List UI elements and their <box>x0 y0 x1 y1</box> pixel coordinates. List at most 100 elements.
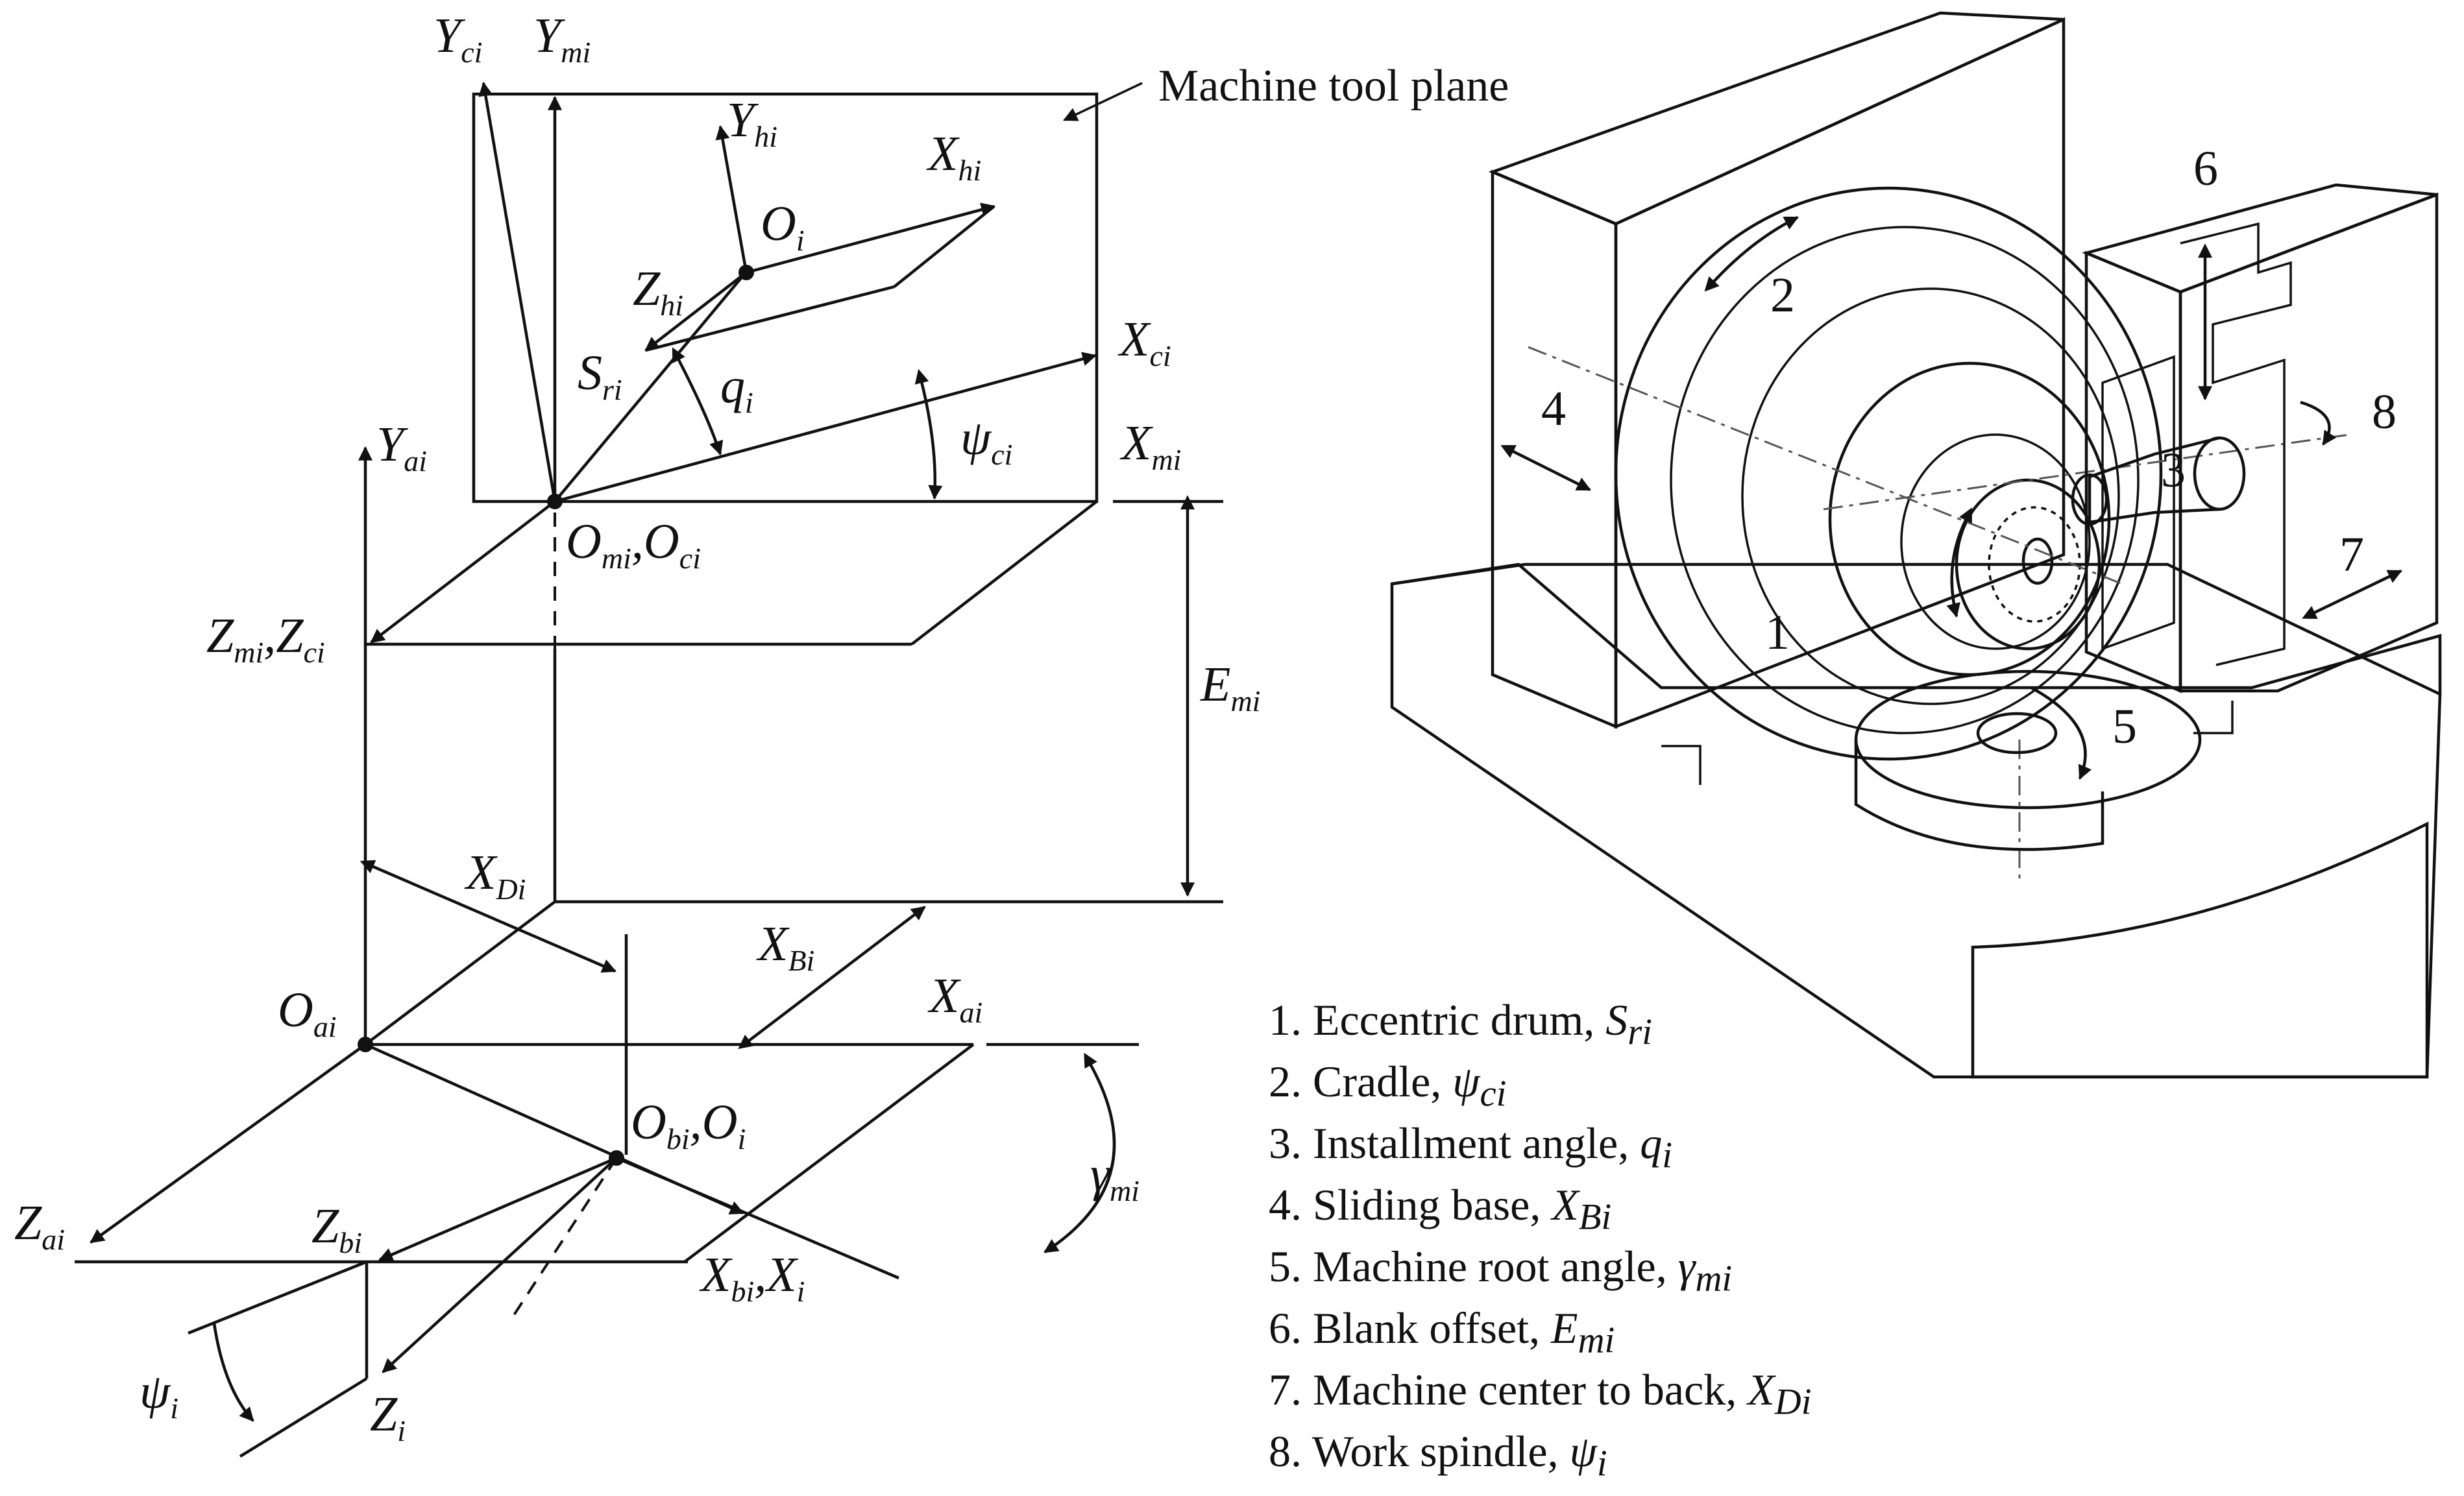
rotary-table-top <box>1854 670 2202 810</box>
drum-inner <box>1900 433 2091 650</box>
label-zhi: Zhi <box>633 261 683 322</box>
legend-item: 2. Cradle, ψci <box>1269 1057 1507 1115</box>
cradle-outer <box>1614 186 2163 761</box>
machine-plane-label: Machine tool plane <box>1158 61 1509 111</box>
psii-ray-1 <box>188 1260 367 1335</box>
label-gammami: γmi <box>1090 1147 1140 1207</box>
callout-1: 1 <box>1765 605 1790 660</box>
gammami-arc <box>1043 1052 1116 1253</box>
machine-plane-leader <box>1063 82 1143 121</box>
legend-item: 7. Machine center to back, XDi <box>1269 1365 1812 1423</box>
work-head-window <box>2101 355 2175 651</box>
label-yci: Yci <box>433 8 482 69</box>
xbi-dimension <box>738 906 926 1049</box>
label-zai: Zai <box>14 1196 65 1256</box>
machine-column-top <box>1488 11 2064 226</box>
label-omi-oci: Omi,Oci <box>566 514 701 575</box>
work-head-side <box>2178 192 2439 693</box>
xhi-axis <box>746 202 996 274</box>
callout-5: 5 <box>2112 699 2137 754</box>
psici-arc <box>914 368 943 500</box>
legend-item: 5. Machine root angle, γmi <box>1269 1242 1733 1299</box>
label-sri: Sri <box>578 346 622 406</box>
work-head-top <box>2082 183 2437 294</box>
xbi-extension <box>616 1156 899 1280</box>
label-oai: Oai <box>278 983 337 1043</box>
coordinate-diagram: Machine tool plane <box>14 8 1509 1458</box>
callout-6: 6 <box>2193 141 2218 196</box>
label-zbi: Zbi <box>311 1199 362 1259</box>
machine-column-front <box>1614 17 2066 729</box>
zai-axis <box>90 1043 367 1244</box>
zhi-axis <box>644 271 748 352</box>
zmi-axis <box>370 500 556 644</box>
callout-4: 4 <box>1541 381 1566 436</box>
label-qi: qi <box>720 359 753 419</box>
arrow-8 <box>2300 400 2337 446</box>
label-psii: ψi <box>140 1364 178 1425</box>
obi-dash <box>511 1157 618 1318</box>
xhi-return <box>893 205 995 288</box>
label-obi-oi: Obi,Oi <box>631 1095 746 1155</box>
legend-item: 6. Blank offset, Emi <box>1269 1303 1615 1361</box>
legend-item: 3. Installment angle, qi <box>1269 1118 1672 1176</box>
label-xmi: Xmi <box>1119 416 1181 476</box>
qi-arc <box>672 347 724 456</box>
label-xci: Xci <box>1117 312 1171 372</box>
sri-line <box>554 274 744 503</box>
yci-axis <box>478 81 557 502</box>
xdi-dimension <box>360 860 617 973</box>
machine-tool-plane <box>472 92 1099 503</box>
base-notch-left <box>1661 745 1702 785</box>
rotary-table-side <box>1854 740 2104 851</box>
psii-ray-2 <box>239 1377 368 1458</box>
label-xhi: Xhi <box>926 127 981 187</box>
label-psici: ψci <box>960 411 1012 471</box>
cradle-ring-1 <box>1670 226 2140 734</box>
legend-item: 4. Sliding base, XBi <box>1269 1180 1612 1238</box>
label-xai: Xai <box>927 969 982 1029</box>
legend-item: 1. Eccentric drum, Sri <box>1269 995 1653 1053</box>
zi-axis <box>382 1157 618 1373</box>
label-xdi: XDi <box>464 845 526 906</box>
cradle-ring-2 <box>1741 287 2120 705</box>
label-ymi: Ymi <box>533 8 591 69</box>
psii-arc <box>212 1323 254 1422</box>
zbi-axis <box>378 1156 617 1262</box>
oi-top-dot <box>738 265 754 280</box>
plane-low-back <box>683 1043 975 1263</box>
label-xbi: XBi <box>756 917 814 977</box>
label-oi-top: Oi <box>761 197 805 257</box>
zhi-return <box>645 285 895 352</box>
om-origin-dot <box>547 494 563 509</box>
label-zmi-zci: Zmi,Zci <box>206 609 325 669</box>
spindle-tip <box>2071 473 2108 526</box>
base-notch-right <box>2193 701 2234 734</box>
oai-origin-dot <box>358 1037 373 1052</box>
plane-top-back <box>910 500 1098 645</box>
arrow-5 <box>2030 686 2092 780</box>
callout-3: 3 <box>2161 443 2186 498</box>
spindle-body <box>2088 436 2220 524</box>
cutter-hub <box>2021 537 2054 585</box>
rotary-table-hole <box>1976 712 2058 754</box>
arrow-2 <box>1704 215 1799 292</box>
label-xbi-xi: Xbi,Xi <box>699 1248 805 1308</box>
legend-item: 8. Work spindle, ψi <box>1269 1427 1607 1484</box>
callout-8: 8 <box>2372 385 2397 439</box>
xci-axis <box>554 352 1097 503</box>
arrow-7 <box>2302 569 2402 619</box>
centerline-1 <box>1528 346 2123 585</box>
base-front-curve <box>1971 821 2429 1079</box>
cutter-blades <box>1988 506 2081 623</box>
plane-mid-diag <box>364 900 556 1046</box>
arrow-1 <box>1946 507 1972 618</box>
machine-base <box>1390 562 2442 1079</box>
machine-column-left <box>1491 169 1618 729</box>
label-zi: Zi <box>370 1387 406 1447</box>
label-yai: Yai <box>376 417 427 477</box>
machine-illustration: 1 2 3 4 5 6 7 8 <box>1390 11 2442 1079</box>
spindle-end <box>2193 436 2246 511</box>
callout-7: 7 <box>2339 527 2364 582</box>
